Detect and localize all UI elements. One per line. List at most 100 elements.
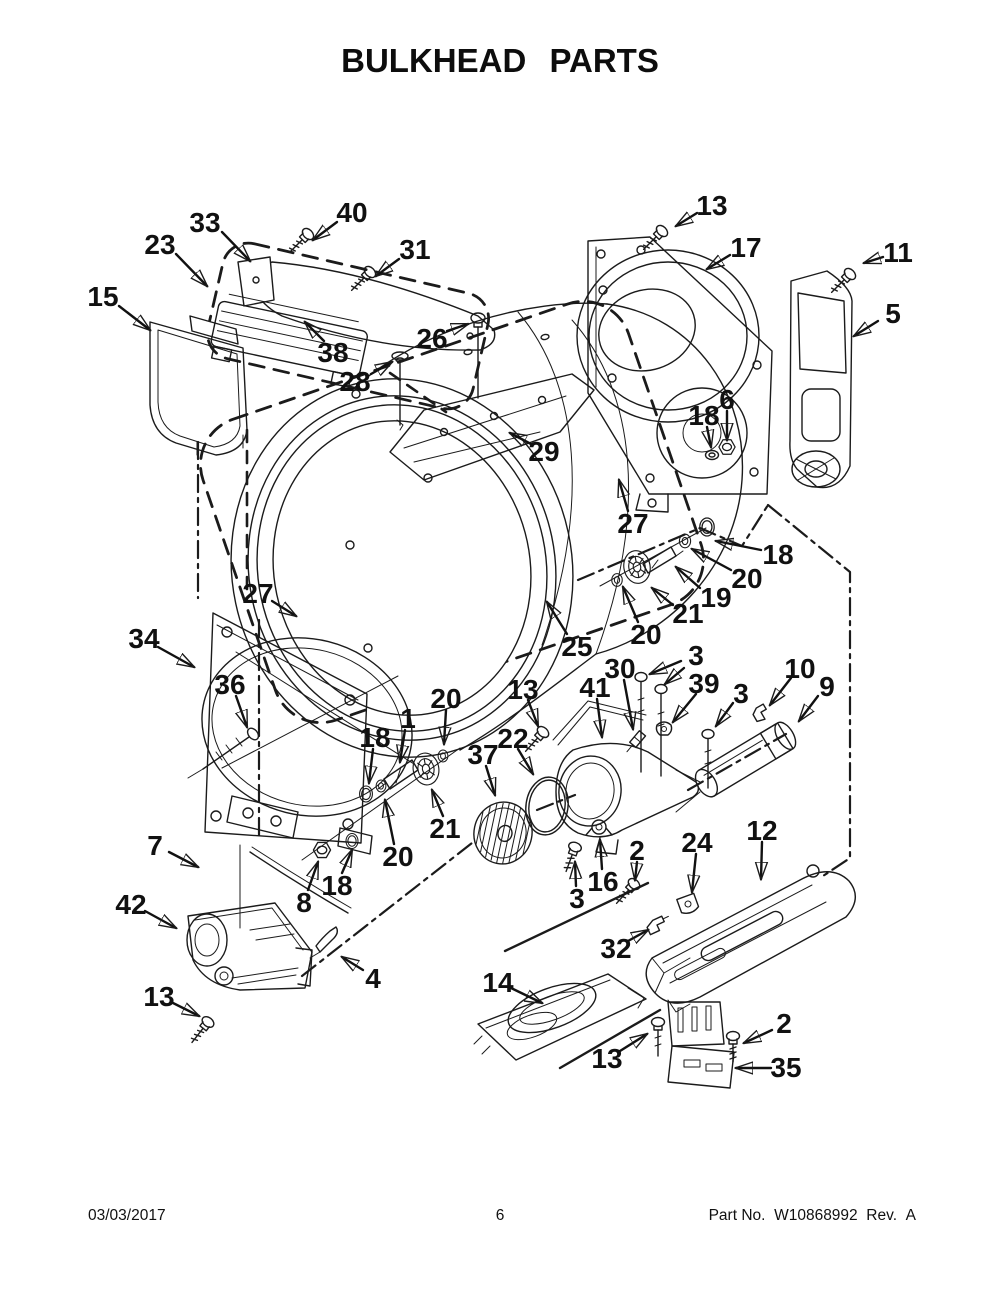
screw-40 (284, 225, 317, 258)
callout-25: 25 (547, 602, 593, 662)
callout-20: 20 (430, 683, 462, 744)
callout-36: 36 (214, 669, 249, 727)
svg-text:6: 6 (719, 384, 735, 415)
callout-18: 18 (716, 539, 794, 570)
svg-text:18: 18 (359, 722, 390, 753)
callout-18: 18 (321, 850, 354, 901)
heating-element (473, 973, 647, 1061)
svg-text:3: 3 (733, 678, 749, 709)
svg-text:29: 29 (528, 436, 559, 467)
svg-text:39: 39 (688, 668, 719, 699)
screw-28 (391, 351, 409, 431)
callout-9: 9 (799, 671, 835, 721)
svg-text:38: 38 (317, 337, 348, 368)
svg-text:13: 13 (696, 190, 727, 221)
callout-35: 35 (736, 1052, 802, 1083)
svg-text:18: 18 (762, 539, 793, 570)
callout-29: 29 (510, 431, 560, 467)
callout-13: 13 (676, 190, 728, 226)
svg-text:17: 17 (730, 232, 761, 263)
svg-text:42: 42 (115, 889, 146, 920)
svg-text:14: 14 (482, 967, 514, 998)
svg-text:16: 16 (587, 866, 618, 897)
svg-text:24: 24 (681, 827, 713, 858)
callout-3: 3 (650, 640, 704, 684)
page-title: BULKHEAD PARTS (341, 42, 659, 79)
thermistor-30 (626, 730, 647, 753)
callout-2: 2 (744, 1008, 792, 1045)
svg-text:27: 27 (242, 578, 273, 609)
duct-clip-4 (309, 926, 339, 959)
svg-text:13: 13 (143, 981, 174, 1012)
callout-12: 12 (746, 815, 778, 879)
svg-text:34: 34 (128, 623, 160, 654)
callout-42: 42 (115, 889, 176, 930)
lower-duct (186, 902, 313, 991)
svg-text:7: 7 (147, 830, 163, 861)
callout-18: 18 (359, 722, 391, 783)
callout-16: 16 (587, 840, 619, 897)
svg-text:27: 27 (617, 508, 648, 539)
callout-5: 5 (854, 298, 901, 336)
svg-text:9: 9 (819, 671, 835, 702)
svg-text:33: 33 (189, 207, 220, 238)
svg-text:5: 5 (885, 298, 901, 329)
callout-20: 20 (621, 587, 662, 650)
callout-23: 23 (144, 229, 207, 286)
nut-6 (718, 439, 736, 455)
callout-32: 32 (600, 928, 648, 964)
blower-wheel (473, 801, 533, 865)
callout-34: 34 (128, 623, 194, 669)
svg-text:8: 8 (296, 887, 312, 918)
rear-bulkhead (576, 236, 773, 513)
callout-21: 21 (429, 790, 461, 844)
callout-27: 27 (617, 480, 649, 539)
screw-2b (725, 1030, 741, 1063)
grille-housing (210, 293, 368, 399)
rear-roller-kit (611, 517, 715, 587)
svg-text:41: 41 (579, 672, 610, 703)
callout-33: 33 (189, 207, 250, 261)
clamp-24 (676, 892, 700, 914)
svg-text:35: 35 (770, 1052, 801, 1083)
screw-26 (470, 312, 486, 399)
svg-text:4: 4 (365, 963, 381, 994)
svg-text:40: 40 (336, 197, 367, 228)
svg-text:23: 23 (144, 229, 175, 260)
svg-text:11: 11 (883, 237, 913, 268)
clamp-16 (585, 819, 613, 836)
callout-38: 38 (305, 322, 349, 368)
svg-text:20: 20 (430, 683, 461, 714)
callout-37: 37 (467, 739, 499, 795)
lint-screen (149, 315, 248, 456)
callout-11: 11 (864, 237, 913, 268)
callout-14: 14 (482, 967, 542, 1005)
screw-36 (187, 727, 260, 779)
callout-3: 3 (569, 862, 585, 914)
svg-text:2: 2 (629, 835, 645, 866)
footer-date: 03/03/2017 (88, 1207, 166, 1224)
o-ring (525, 776, 569, 836)
felt-seal (249, 846, 352, 914)
svg-text:1: 1 (400, 703, 416, 734)
callout-41: 41 (579, 672, 611, 737)
svg-text:28: 28 (339, 366, 370, 397)
page-footer: 03/03/2017 6 Part No. W10868992 Rev. A (0, 1207, 1000, 1229)
screw-13-bracket (650, 1016, 666, 1057)
svg-text:18: 18 (688, 400, 719, 431)
screw-3d (559, 839, 584, 875)
svg-text:31: 31 (399, 234, 430, 265)
rev-label: Rev. (866, 1207, 898, 1224)
callout-27: 27 (242, 578, 296, 616)
svg-text:21: 21 (429, 813, 460, 844)
callout-39: 39 (673, 668, 720, 722)
svg-text:26: 26 (416, 323, 447, 354)
svg-text:3: 3 (688, 640, 704, 671)
svg-text:20: 20 (382, 841, 413, 872)
screw-3b (654, 683, 668, 777)
callout-24: 24 (681, 827, 713, 892)
svg-text:21: 21 (672, 598, 703, 629)
washer-18-rear (704, 449, 720, 461)
